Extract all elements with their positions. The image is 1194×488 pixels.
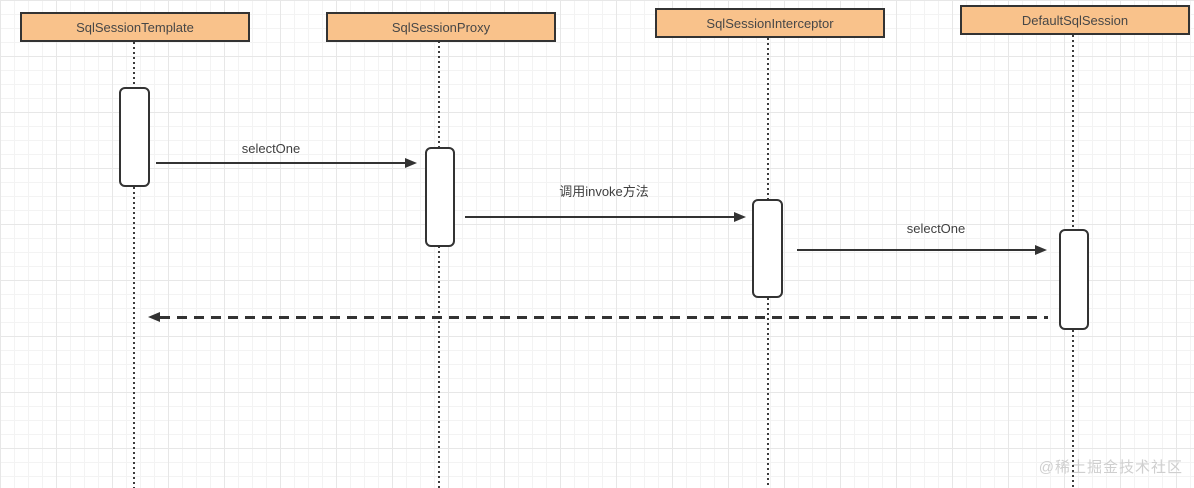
activation-defaultsqlsession xyxy=(1059,229,1089,330)
lifeline-sqlsessiontemplate xyxy=(133,42,135,488)
message-arrow-return xyxy=(148,312,1048,322)
message-arrow-invoke xyxy=(465,212,746,222)
message-arrow-selectone-1 xyxy=(156,158,417,168)
arrowhead-right-icon xyxy=(734,212,746,222)
participant-sqlsessioninterceptor: SqlSessionInterceptor xyxy=(655,8,885,38)
activation-sqlsessionproxy xyxy=(425,147,455,247)
activation-sqlsessioninterceptor xyxy=(752,199,783,298)
message-label-invoke: 调用invoke方法 xyxy=(559,184,649,199)
lifeline-sqlsessionproxy xyxy=(438,41,440,488)
participant-sqlsessionproxy: SqlSessionProxy xyxy=(326,12,556,42)
message-line xyxy=(797,249,1036,251)
message-dashed-line xyxy=(160,316,1048,319)
participant-defaultsqlsession: DefaultSqlSession xyxy=(960,5,1190,35)
activation-sqlsessiontemplate xyxy=(119,87,150,187)
message-label-selectone-1: selectOne xyxy=(241,141,301,156)
message-arrow-selectone-2 xyxy=(797,245,1047,255)
arrowhead-right-icon xyxy=(1035,245,1047,255)
message-line xyxy=(465,216,735,218)
message-line xyxy=(156,162,406,164)
message-label-selectone-2: selectOne xyxy=(906,221,966,236)
arrowhead-right-icon xyxy=(405,158,417,168)
arrowhead-left-icon xyxy=(148,312,160,322)
participant-sqlsessiontemplate: SqlSessionTemplate xyxy=(20,12,250,42)
watermark-text: @稀土掘金技术社区 xyxy=(1038,459,1183,476)
